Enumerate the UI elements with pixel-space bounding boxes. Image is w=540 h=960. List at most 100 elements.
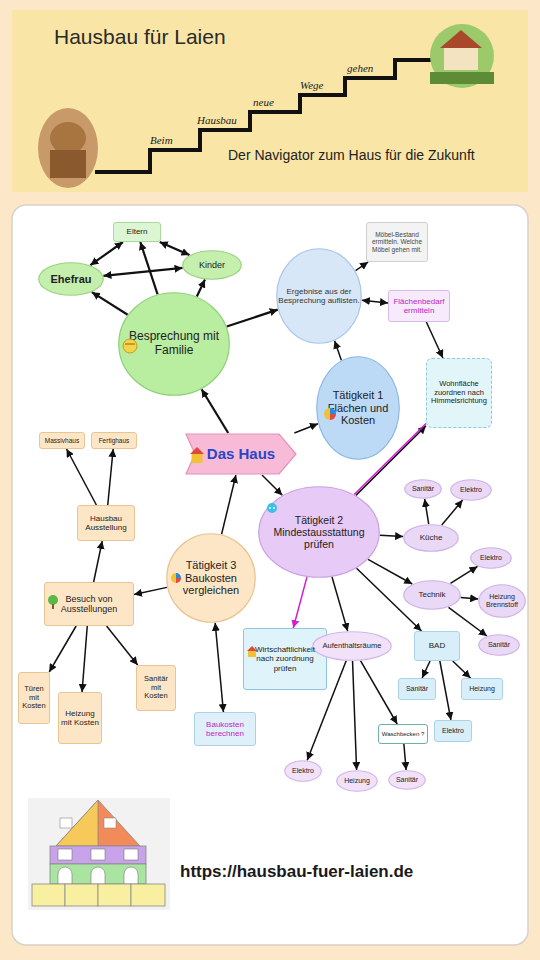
house-icon — [190, 447, 204, 463]
connector-arrow — [335, 341, 342, 361]
node-text: Technik — [418, 590, 445, 599]
node-text: Heizung — [469, 685, 495, 693]
mind-map-node: Ergebnise aus der Besprechung auflisten. — [276, 248, 362, 344]
web-address: https://hausbau-fuer-laien.de — [180, 862, 413, 882]
connector-arrow — [453, 661, 471, 678]
connector-arrow — [362, 300, 388, 303]
connector-arrow — [108, 449, 113, 505]
mind-map-node: Tätigkeit 1 Flächen und Kosten — [316, 356, 400, 460]
mind-map-node: Tätigkeit 3 Baukosten vergleichen — [166, 533, 256, 623]
node-text: Elektro — [292, 767, 314, 775]
connector-arrow — [425, 499, 429, 524]
tree-icon — [48, 595, 58, 609]
node-text: Tätigkeit 2 Mindestausstattung prüfen — [260, 514, 378, 550]
connector-arrow — [92, 292, 128, 315]
connector-arrow — [90, 242, 123, 265]
connector-arrow — [103, 268, 182, 276]
mind-map-node: Besuch von Ausstellungen — [44, 582, 134, 626]
connector-arrow — [140, 242, 157, 294]
node-text: Fertighaus — [99, 437, 130, 444]
node-text: Baukosten berechnen — [197, 720, 253, 738]
mind-map-node: Heizung — [461, 678, 503, 700]
page-caption: Der Navigator zum Haus für die Zukunft — [228, 147, 475, 163]
mind-map-node: Küche — [403, 524, 459, 552]
connector-arrow — [222, 475, 236, 534]
mind-map-node: Heizung — [336, 770, 378, 792]
mind-map-node: Kinder — [182, 250, 242, 280]
bubble-icon — [267, 503, 277, 513]
connector-arrow — [368, 559, 412, 584]
connector-arrow — [353, 661, 357, 770]
connector-arrow — [442, 500, 463, 525]
connector-arrow — [134, 587, 167, 594]
connector-arrow — [160, 242, 190, 255]
connector-arrow — [360, 661, 397, 724]
mind-map-node: Besprechung mit Familie — [118, 292, 230, 396]
mind-map-node: Fertighaus — [91, 432, 137, 449]
node-text: Ehefrau — [51, 273, 92, 286]
mind-map-node: Tätigkeit 2 Mindestausstattung prüfen — [258, 486, 380, 578]
mind-map-node: Hausbau Ausstellung — [77, 505, 135, 541]
mind-map-node: Elektro — [470, 547, 512, 569]
node-text: Tätigkeit 1 Flächen und Kosten — [318, 389, 398, 427]
node-text: Besuch von Ausstellungen — [47, 594, 131, 615]
mind-map-node: Türen mit Kosten — [18, 672, 50, 724]
mind-map-node: Baukosten berechnen — [194, 712, 256, 746]
mind-map-node: Elektro — [450, 479, 492, 501]
node-text: Tätigkeit 3 Baukosten vergleichen — [168, 559, 254, 597]
stair-word: Beim — [150, 134, 173, 146]
node-text: Aufenthaltsräume — [323, 642, 382, 651]
mind-map-node: Flächenbedarf ermitteln — [388, 290, 450, 322]
node-text: Sanitär — [396, 776, 418, 784]
page-title: Hausbau für Laien — [54, 25, 226, 49]
connector-arrow — [380, 535, 403, 536]
header-band — [12, 10, 528, 192]
connector-arrow — [215, 623, 223, 712]
node-text: Hausbau Ausstellung — [80, 514, 132, 532]
connector-arrow — [461, 597, 479, 599]
node-text: Kinder — [199, 260, 225, 270]
node-text: Elektro — [480, 554, 502, 562]
connector-arrow — [67, 449, 97, 505]
main-panel — [12, 205, 528, 945]
connector-arrow — [356, 262, 369, 271]
node-text: Waschbecken ? — [382, 731, 424, 738]
node-text: Besprechung mit Familie — [120, 330, 228, 358]
node-text: Sanitär — [488, 641, 510, 649]
connector-arrow — [202, 389, 229, 433]
connector-arrow — [49, 626, 76, 672]
mind-map-node: Massivhaus — [39, 432, 85, 449]
mind-map-node: Waschbecken ? — [378, 724, 428, 744]
node-text: Heizung mit Kosten — [61, 709, 99, 727]
house-illustration — [28, 798, 170, 910]
connector-arrow — [450, 566, 477, 583]
node-text: Sanitär mit Kosten — [139, 675, 173, 701]
connector-arrow — [404, 744, 406, 770]
mind-map-node: Sanitär — [388, 770, 426, 790]
stair-word: gehen — [347, 62, 373, 74]
connector-arrow — [422, 661, 430, 678]
node-text: Wohnfläche zuordnen nach Himmelsrichtung — [429, 380, 489, 406]
connector-arrow — [94, 541, 103, 582]
connector-arrow — [82, 626, 87, 692]
stair-word: Wege — [300, 79, 323, 91]
node-text: Eltern — [127, 227, 148, 236]
connector-arrow — [227, 310, 278, 327]
mind-map-node: Elektro — [284, 760, 322, 782]
node-text: Das Haus — [207, 445, 275, 462]
mind-map-node: Ehefrau — [38, 262, 104, 296]
connector-arrow — [197, 280, 205, 297]
mind-map-node: Elektro — [434, 720, 472, 742]
mind-map-node: Wirtschaftlichkeit nach zuordnung prüfen — [243, 628, 327, 690]
stair-word: neue — [253, 96, 274, 108]
right-photo — [430, 24, 494, 88]
left-photo — [38, 108, 98, 188]
mind-map-node: Sanitär — [398, 678, 436, 700]
node-text: Wirtschaftlichkeit nach zuordnung prüfen — [246, 645, 324, 673]
node-text: Küche — [420, 533, 443, 542]
connector-arrow — [294, 424, 318, 433]
pie-icon — [171, 573, 181, 583]
node-text: Flächenbedarf ermitteln — [391, 297, 447, 315]
